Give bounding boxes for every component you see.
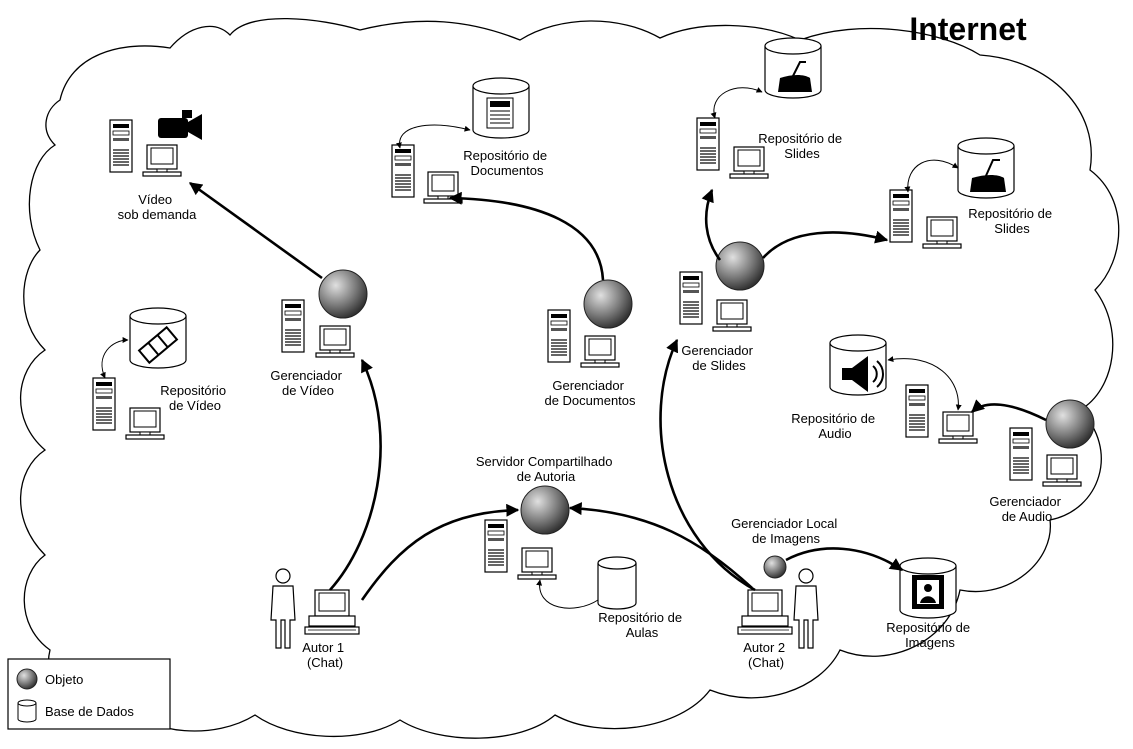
server-tower-icon: [92, 377, 116, 431]
link-arrow: [887, 356, 962, 411]
author-2-node: [737, 555, 819, 649]
server-tower-icon: [484, 519, 508, 573]
video-manager-node: [281, 269, 368, 358]
label-autor1: Autor 1 (Chat): [302, 640, 348, 670]
arrow-ger-video-to-video-demand: [188, 181, 323, 280]
slides-repository-1-node: [696, 37, 822, 179]
slides-manager-node: [679, 241, 765, 332]
legend-base-label: Base de Dados: [45, 704, 134, 719]
object-sphere: [583, 279, 633, 329]
internet-title: Internet: [909, 11, 1027, 47]
label-repo-slides-1: Repositório de Slides: [758, 131, 845, 161]
link-arrow: [710, 87, 763, 119]
projector-icon: [970, 159, 1006, 192]
legend-database-icon: [17, 699, 37, 723]
object-sphere: [1045, 399, 1095, 449]
server-tower-icon: [391, 144, 415, 198]
link-arrow: [904, 159, 959, 193]
slides-repository-2-node: [889, 137, 1015, 249]
film-strip-icon: [137, 325, 179, 365]
picture-frame-icon: [912, 575, 944, 609]
documents-manager-node: [547, 279, 633, 368]
legend-objeto-label: Objeto: [45, 672, 83, 687]
legend: Objeto Base de Dados: [7, 658, 171, 730]
database-cylinder-icon: [597, 556, 637, 610]
object-sphere: [520, 485, 570, 535]
object-sphere: [318, 269, 368, 319]
label-servidor: Servidor Compartilhado de Autoria: [476, 454, 616, 484]
server-tower-icon: [109, 119, 133, 173]
link-arrow: [395, 124, 471, 149]
arrow-autor1-to-servidor: [360, 503, 520, 601]
link-arrow: [536, 579, 599, 609]
audio-repository-node: [829, 334, 978, 444]
megaphone-icon: [842, 356, 884, 392]
object-sphere: [763, 555, 787, 579]
arrow-ger-imagens-to-repo-imagens: [785, 547, 904, 572]
label-repo-imagens: Repositório de Imagens: [886, 620, 973, 650]
label-ger-video: Gerenciador de Vídeo: [270, 368, 345, 398]
server-tower-icon: [905, 384, 929, 438]
server-tower-icon: [1009, 427, 1033, 481]
document-icon: [486, 97, 514, 129]
label-repo-documentos: Repositório de Documentos: [463, 148, 550, 178]
lessons-repository-node: [536, 556, 637, 610]
arrow-autor1-to-ger-video: [329, 358, 382, 591]
label-ger-slides: Gerenciador de Slides: [681, 343, 756, 373]
label-autor2: Autor 2 (Chat): [743, 640, 789, 670]
audio-manager-node: [1009, 399, 1095, 487]
label-repo-video: Repositório de Vídeo: [160, 383, 229, 413]
video-camera-icon: [158, 110, 202, 140]
label-ger-documentos: Gerenciador de Documentos: [544, 378, 636, 408]
arrow-autor2-to-ger-slides: [659, 338, 756, 592]
server-tower-icon: [889, 189, 913, 243]
arrow-ger-docs-to-repo-docs: [448, 191, 605, 281]
label-repo-aulas: Repositório de Aulas: [598, 610, 685, 640]
documents-repository-node: [391, 77, 530, 204]
object-sphere: [715, 241, 765, 291]
label-ger-audio: Gerenciador de Audio: [989, 494, 1064, 524]
video-on-demand-node: [109, 110, 202, 177]
label-repo-audio: Repositório de Audio: [791, 411, 878, 441]
server-tower-icon: [281, 299, 305, 353]
server-tower-icon: [679, 271, 703, 325]
arrow-ger-slides-to-repo-slides-1: [701, 188, 722, 261]
link-arrow: [100, 337, 129, 379]
server-tower-icon: [696, 117, 720, 171]
label-ger-imagens: Gerenciador Local de Imagens: [731, 516, 841, 546]
label-video-sob-demanda: Vídeo sob demanda: [118, 192, 198, 222]
label-repo-slides-2: Repositório de Slides: [968, 206, 1055, 236]
legend-object-sphere-icon: [16, 668, 38, 690]
arrow-autor2-to-servidor: [568, 502, 753, 589]
images-repository-node: [899, 557, 957, 619]
flow-arrows: [188, 181, 1047, 601]
video-repository-node: [92, 307, 187, 440]
arrow-ger-audio-to-repo-audio: [971, 399, 1047, 422]
arrow-ger-slides-to-repo-slides-2: [762, 230, 889, 259]
server-tower-icon: [547, 309, 571, 363]
projector-icon: [778, 61, 812, 92]
